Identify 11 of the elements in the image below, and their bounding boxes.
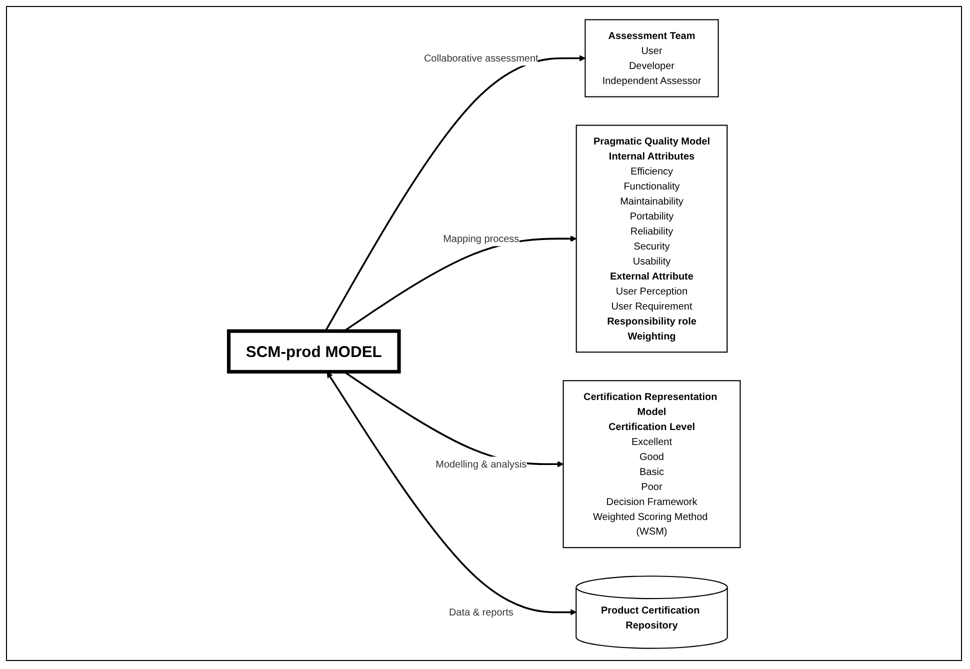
node-box bbox=[575, 124, 728, 352]
arrow bbox=[324, 54, 585, 332]
arrow bbox=[343, 235, 576, 332]
edge-label: Mapping process bbox=[442, 232, 519, 244]
edge-label: Data & reports bbox=[448, 606, 513, 618]
diagram-frame: Collaborative assessment Mapping process Modelling & analysis Data & reports Assessment Team User Developer Independent Assessor Pragmatic Quality Model Internal Attributes Efficiency Functionality Maintainability Portability Reliability Security Usability External Attribute User Perception User Requirement Responsibility role Weighting SCM-prod MODEL Certification Representation Model Certification Level Excellent Good Basic Poor Decision Framework Weighted Scoring Method (WSM) Product Certification Repository bbox=[6, 6, 962, 661]
edge-label: Collaborative assessment bbox=[423, 52, 538, 64]
node-box bbox=[584, 18, 718, 97]
node-box bbox=[562, 380, 740, 548]
node-box bbox=[226, 328, 400, 374]
edge-label: Modelling & analysis bbox=[435, 458, 526, 469]
